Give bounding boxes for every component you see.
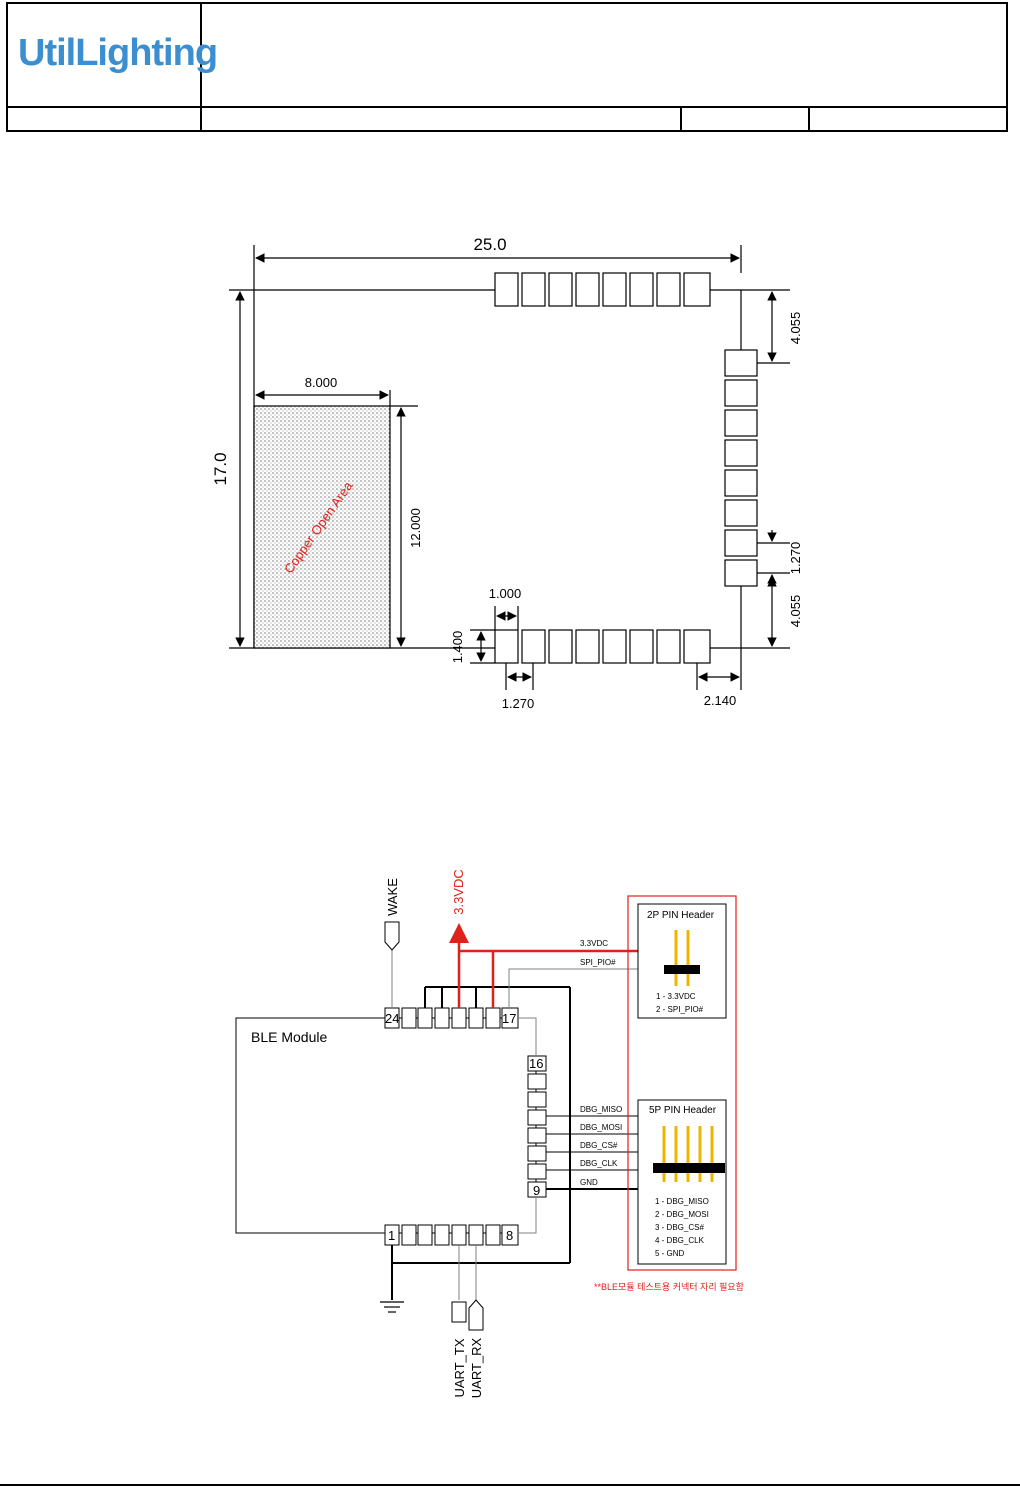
- wake-port: [384, 921, 400, 951]
- pin-label-17: 17: [502, 1011, 516, 1026]
- schematic-right-pins: [527, 1055, 547, 1198]
- connector-area-box: [627, 895, 737, 1271]
- schematic-labels: BLE Module 24 17 16 9 1 8 WAKE 3.3VDC UA…: [251, 869, 744, 1398]
- footprint-drawing: [229, 245, 790, 690]
- header-2p-title: 2P PIN Header: [647, 910, 715, 921]
- uart-tx-label: UART_TX: [452, 1338, 467, 1397]
- net-3v3: 3.3VDC: [580, 939, 608, 948]
- dim-pad-h: 1.400: [450, 631, 465, 664]
- company-logo: UtilLighting: [18, 32, 218, 74]
- header-5p-line3: 3 - DBG_CS#: [655, 1223, 704, 1232]
- schematic-bottom-pins: [384, 1224, 519, 1246]
- pin-label-24: 24: [385, 1011, 399, 1026]
- underline: [52, 130, 154, 132]
- logo-cell: UtilLighting: [8, 4, 218, 106]
- header-5p-line2: 2 - DBG_MOSI: [655, 1210, 709, 1219]
- spi-net: [508, 968, 650, 1008]
- uart-rx-label: UART_RX: [469, 1337, 484, 1398]
- header-2p-line2: 2 - SPI_PIO#: [656, 1005, 704, 1014]
- net-spi-pio: SPI_PIO#: [580, 958, 616, 967]
- title-block-cell-4: [808, 108, 1008, 132]
- title-block-cell-3: [680, 108, 810, 132]
- net-gnd: GND: [580, 1178, 598, 1187]
- header-2p-line1: 1 - 3.3VDC: [656, 992, 696, 1001]
- header-5p-line4: 4 - DBG_CLK: [655, 1236, 705, 1245]
- debug-nets: [546, 1115, 650, 1171]
- uart-tx-port: [451, 1301, 467, 1323]
- vdd-label: 3.3VDC: [451, 869, 466, 915]
- header-5p-line1: 1 - DBG_MISO: [655, 1197, 709, 1206]
- schematic-top-pins: [384, 1007, 519, 1029]
- header-2p-graphic: [664, 930, 700, 986]
- header-2p-box: [637, 903, 727, 1019]
- net-dbg-clk: DBG_CLK: [580, 1159, 618, 1168]
- dim-right-bottom: 4.055: [788, 595, 803, 628]
- net-dbg-miso: DBG_MISO: [580, 1105, 622, 1114]
- connector-note: **BLE모듈 테스트용 커넥터 자리 필요함: [594, 1281, 744, 1292]
- dim-copper-w: 8.000: [305, 375, 338, 390]
- title-block-cell-2: [200, 108, 682, 132]
- ground-bus: [391, 986, 650, 1300]
- dim-pad-w: 1.000: [489, 586, 522, 601]
- pin-label-16: 16: [529, 1056, 543, 1071]
- top-pads: [494, 272, 711, 307]
- title-block-row: [8, 106, 1006, 132]
- dim-right-pitch: 1.270: [788, 542, 803, 575]
- header-5p-line5: 5 - GND: [655, 1249, 685, 1258]
- footer-line: [0, 1484, 1020, 1486]
- bottom-pads: [494, 629, 711, 664]
- wake-label: WAKE: [385, 878, 400, 916]
- copper-open-area: [253, 405, 391, 649]
- ble-module-outline: [235, 1017, 537, 1234]
- header-5p-graphic: [653, 1126, 725, 1182]
- dim-height: 17.0: [211, 452, 230, 485]
- dim-copper-h: 12.000: [408, 508, 423, 548]
- module-label: BLE Module: [251, 1029, 327, 1045]
- pin-label-1: 1: [388, 1228, 395, 1243]
- title-block: UtilLighting: [6, 2, 1008, 132]
- pin-label-8: 8: [506, 1228, 513, 1243]
- pin-label-9: 9: [533, 1183, 540, 1198]
- net-dbg-mosi: DBG_MOSI: [580, 1123, 622, 1132]
- vdd-net: [449, 923, 650, 1008]
- header-5p-title: 5P PIN Header: [649, 1105, 717, 1116]
- right-pads: [724, 349, 758, 587]
- dim-pitch: 1.270: [502, 696, 535, 711]
- ground-symbol: [380, 1301, 404, 1313]
- net-dbg-cs: DBG_CS#: [580, 1141, 618, 1150]
- dim-edge: 2.140: [704, 693, 737, 708]
- dim-right-top: 4.055: [788, 312, 803, 345]
- uart-rx-port: [468, 1299, 484, 1331]
- schematic-drawing: [235, 895, 737, 1331]
- dim-width: 25.0: [473, 235, 506, 254]
